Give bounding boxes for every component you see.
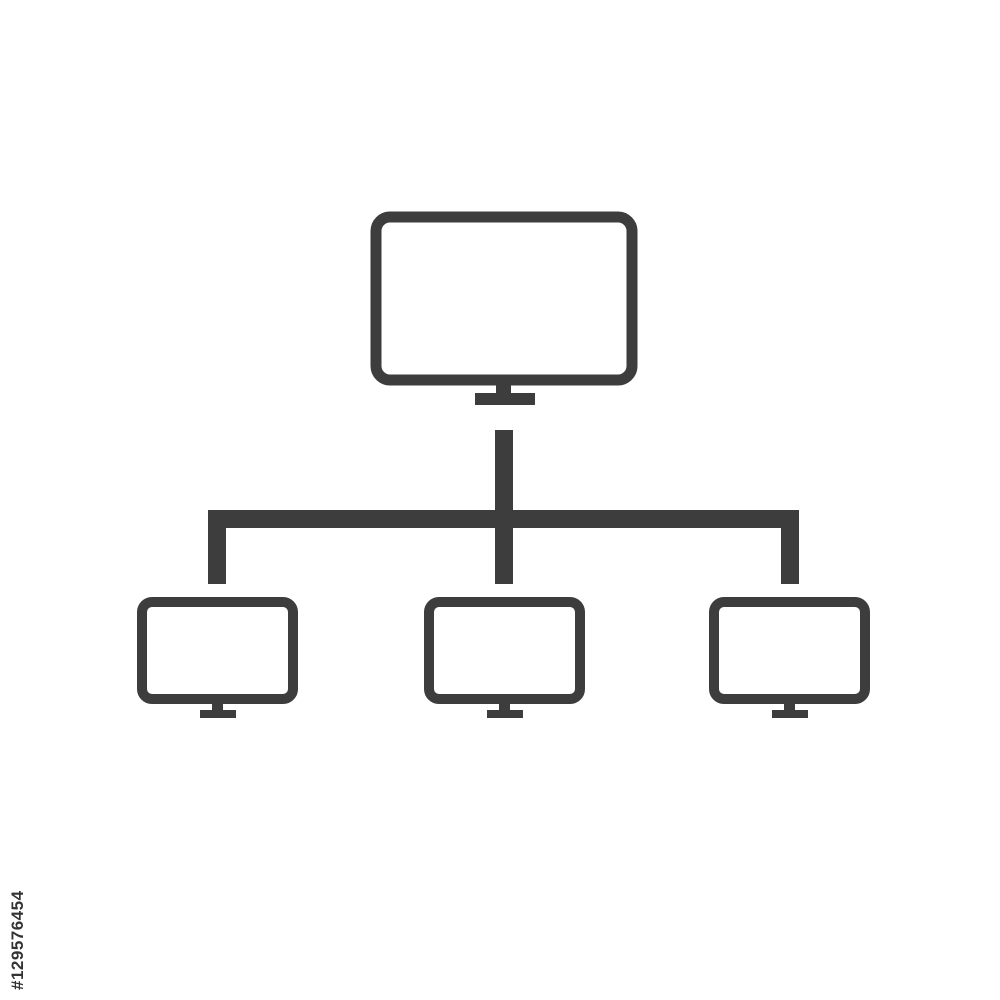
client-monitor-center-stand	[487, 699, 523, 718]
client-monitor-left-stand	[200, 699, 236, 718]
drop-line-right	[781, 510, 799, 584]
client-monitor-left	[137, 597, 298, 704]
network-connectors	[208, 430, 799, 584]
server-monitor	[370, 211, 638, 386]
trunk-line	[495, 430, 513, 510]
client-monitor-right	[709, 597, 870, 704]
client-monitor-right-stand	[772, 699, 808, 718]
server-monitor-stand	[475, 380, 535, 405]
client-monitor-center	[424, 597, 585, 704]
stock-id-watermark: #129576454	[8, 890, 27, 990]
server-monitor-screen	[370, 211, 638, 386]
drop-line-center	[495, 510, 513, 584]
drop-line-left	[208, 510, 226, 584]
